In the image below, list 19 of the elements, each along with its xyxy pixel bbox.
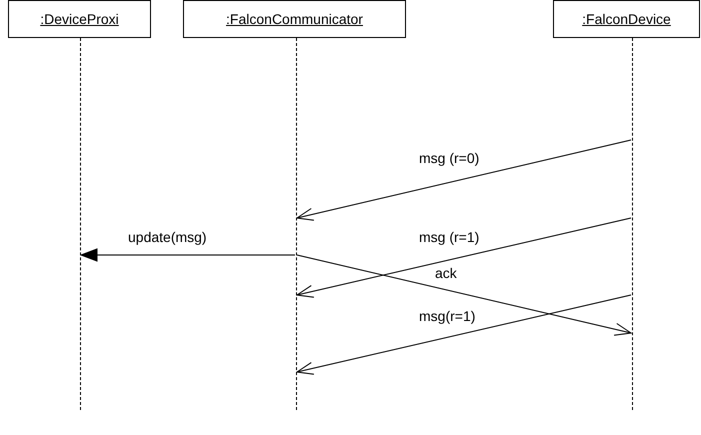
lifeline (296, 38, 298, 410)
lifeline-head-box (183, 0, 406, 38)
edge-label: ack (434, 265, 458, 281)
message-arrow (296, 294, 632, 375)
lifeline (632, 38, 634, 410)
lifeline (80, 38, 82, 410)
edge-label: msg (r=1) (418, 229, 480, 245)
object-name: :FalconCommunicator (226, 10, 363, 28)
message-arrow (80, 248, 296, 262)
message-arrow (296, 140, 632, 221)
lifeline-head-box (8, 0, 151, 38)
object-name: :DeviceProxi (40, 10, 119, 28)
message-arrow (296, 254, 632, 336)
edge-label: update(msg) (127, 229, 208, 245)
object-name: :FalconDevice (582, 10, 671, 28)
lifeline-head-box (553, 0, 700, 38)
message-arrow (296, 218, 632, 298)
edge-label: msg(r=1) (418, 308, 476, 324)
edge-label: msg (r=0) (418, 150, 480, 166)
